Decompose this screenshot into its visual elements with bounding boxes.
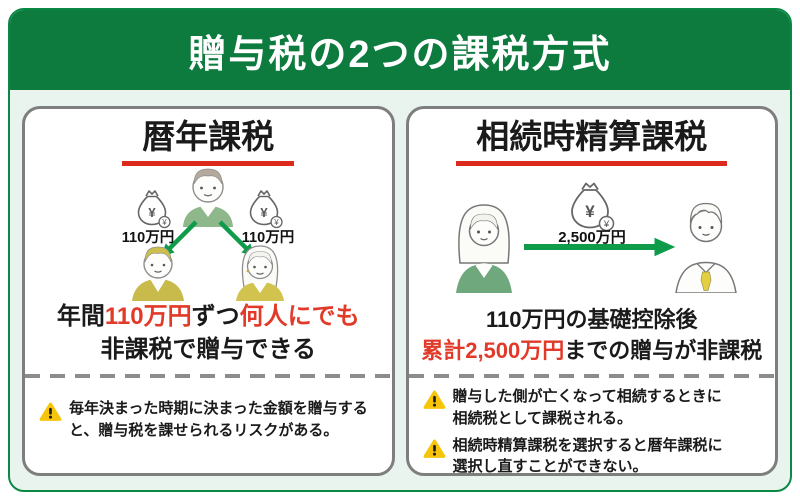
- svg-text:¥: ¥: [603, 218, 610, 229]
- warning-note-text: 贈与した側が亡くなって相続するときに相続税として課税される。: [452, 388, 722, 427]
- gift-flow-illustration-right: ¥ ¥ 2,500万円: [409, 166, 776, 305]
- svg-text:¥: ¥: [149, 205, 157, 220]
- receiver-daughter-icon: [236, 245, 285, 301]
- giver-mother-icon: [455, 203, 512, 293]
- settlement-gift-diagram: ¥ ¥ 2,500万円: [455, 182, 737, 293]
- right-statement: 110万円の基礎控除後 累計2,500万円までの贈与が非課税: [421, 305, 762, 366]
- warning-note-text: 毎年決まった時期に決まった金額を贈与すると、贈与税を課せられるリスクがある。: [69, 400, 368, 439]
- warning-icon: [423, 390, 445, 409]
- cards-row: 暦年課税: [10, 90, 790, 476]
- money-bag-icon: ¥ ¥: [249, 190, 283, 229]
- svg-text:¥: ¥: [261, 205, 269, 220]
- svg-text:¥: ¥: [585, 202, 595, 221]
- svg-text:¥: ¥: [274, 218, 280, 227]
- left-card-notes: 毎年決まった時期に決まった金額を贈与すると、贈与税を課せられるリスクがある。: [25, 378, 392, 473]
- receiver-son-icon: [132, 246, 185, 301]
- statement-segment: までの贈与が非課税: [564, 337, 763, 363]
- svg-text:¥: ¥: [162, 218, 168, 227]
- left-card-top: 暦年課税: [25, 109, 392, 374]
- card-settlement-at-inheritance-taxation: 相続時精算課税: [405, 106, 778, 476]
- left-statement: 年間110万円ずつ何人にでも 非課税で贈与できる: [57, 300, 360, 366]
- dashed-divider: [408, 374, 775, 378]
- left-statement-line1: 年間110万円ずつ何人にでも: [57, 300, 360, 333]
- giver-person-icon: [183, 168, 234, 227]
- card-calendar-year-taxation: 暦年課税: [22, 106, 395, 476]
- receiver-son-icon: [674, 202, 737, 293]
- right-statement-line1: 110万円の基礎控除後: [485, 307, 698, 333]
- statement-highlight: 110万円: [104, 302, 192, 330]
- money-bag-icon: ¥ ¥: [137, 190, 171, 229]
- gift-amount-label: 110万円: [122, 229, 174, 246]
- right-card-title: 相続時精算課税: [456, 118, 728, 166]
- left-card-title: 暦年課税: [122, 118, 295, 166]
- statement-highlight: 累計2,500万円: [421, 337, 565, 363]
- warning-note: 毎年決まった時期に決まった金額を贈与すると、贈与税を課せられるリスクがある。: [39, 398, 380, 442]
- gift-amount-label: 110万円: [242, 229, 294, 246]
- right-card-notes: 贈与した側が亡くなって相続するときに相続税として課税される。 相続時精算課税を選…: [409, 378, 776, 476]
- calendar-gift-diagram: ¥ ¥ ¥ ¥ 110万円 110万円: [122, 168, 294, 301]
- warning-icon: [39, 402, 62, 421]
- gift-arrow-icon: [523, 237, 675, 256]
- warning-note-text: 相続時精算課税を選択すると暦年課税に選択し直すことができない。: [452, 436, 723, 476]
- right-statement-line2: 累計2,500万円までの贈与が非課税: [421, 336, 762, 366]
- infographic-frame: 贈与税の2つの課税方式 暦年課税: [8, 8, 792, 492]
- warning-note: 贈与した側が亡くなって相続するときに相続税として課税される。: [423, 386, 764, 430]
- right-card-top: 相続時精算課税: [409, 109, 776, 374]
- warning-icon: [423, 439, 445, 458]
- gift-amount-label: 2,500万円: [558, 229, 626, 246]
- statement-segment: ずつ: [191, 302, 240, 330]
- money-bag-icon: ¥ ¥: [570, 182, 614, 231]
- left-statement-line2: 非課税で贈与できる: [100, 335, 317, 363]
- warning-note: 相続時精算課税を選択すると暦年課税に選択し直すことができない。: [423, 435, 764, 476]
- statement-segment: 年間: [56, 302, 105, 330]
- header-banner: 贈与税の2つの課税方式: [10, 10, 790, 90]
- gift-flow-illustration-left: ¥ ¥ ¥ ¥ 110万円 110万円: [25, 166, 392, 301]
- statement-highlight: 何人にでも: [239, 302, 360, 330]
- dashed-divider: [25, 374, 392, 378]
- page-title: 贈与税の2つの課税方式: [188, 33, 612, 76]
